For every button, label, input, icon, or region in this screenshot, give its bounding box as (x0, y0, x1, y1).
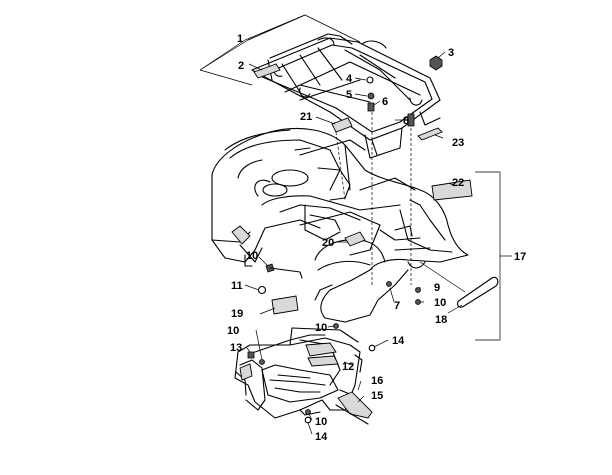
latch-part-20 (344, 231, 366, 247)
callout-labels: 1 2 3 4 5 6 8 23 21 22 17 20 10 11 7 9 1… (227, 33, 526, 443)
callout-12: 12 (342, 361, 354, 373)
callout-1: 1 (237, 33, 243, 45)
callout-9: 9 (434, 282, 440, 294)
decal-part-22 (431, 179, 473, 201)
leader-lines (244, 51, 463, 435)
bolt-part-7 (386, 281, 392, 287)
hardware-middle (257, 263, 421, 315)
hardware-bottom (247, 323, 376, 425)
decal-kit (419, 171, 512, 341)
callout-14-upper: 14 (392, 335, 405, 347)
callout-19: 19 (231, 308, 243, 320)
decal-part-21 (331, 117, 353, 133)
nut-part-10c (333, 323, 339, 329)
nut-part-10d (259, 359, 265, 365)
screw-part-14b (304, 416, 312, 424)
bolt-part-8 (407, 113, 415, 127)
callout-20: 20 (322, 237, 334, 249)
callout-5: 5 (346, 89, 352, 101)
callout-2: 2 (238, 60, 244, 72)
callout-11: 11 (231, 280, 243, 292)
footwell (234, 327, 363, 419)
bolt-part-13 (247, 351, 255, 359)
callout-10-center: 10 (315, 322, 327, 334)
callout-4: 4 (346, 73, 353, 85)
washer-part-11 (257, 285, 267, 295)
callout-18: 18 (435, 314, 447, 326)
callout-7: 7 (394, 300, 400, 312)
bracket-part-16 (337, 391, 373, 419)
rear-rack (199, 14, 443, 159)
callout-3: 3 (448, 47, 454, 59)
washer-part-5 (367, 92, 375, 100)
nut-part-3 (429, 55, 443, 71)
callout-17: 17 (514, 251, 526, 263)
decal-part-18 (456, 276, 499, 308)
bracket-part-17 (475, 171, 501, 341)
rear-fender (211, 112, 469, 323)
callout-10-right: 10 (434, 297, 446, 309)
callout-13: 13 (230, 342, 242, 354)
callout-10-bottom: 10 (315, 416, 327, 428)
bolt-part-6 (367, 102, 375, 112)
callout-10-left: 10 (227, 325, 239, 337)
callout-16: 16 (371, 375, 383, 387)
bolt-part-4 (366, 76, 374, 84)
washer-part-9 (415, 287, 421, 293)
callout-22: 22 (452, 177, 464, 189)
hardware-top (331, 55, 443, 133)
callout-21: 21 (300, 111, 312, 123)
callout-10-upper: 10 (246, 250, 258, 262)
callout-6: 6 (382, 96, 388, 108)
callout-14-lower: 14 (315, 431, 328, 443)
rack-bracket-line (199, 14, 306, 71)
nut-part-10e (305, 409, 311, 415)
callout-15: 15 (371, 390, 383, 402)
decal-part-19 (271, 295, 299, 315)
nut-part-10b (415, 299, 421, 305)
callout-23: 23 (452, 137, 464, 149)
screw-part-14a (368, 344, 376, 352)
callout-8: 8 (403, 115, 409, 127)
